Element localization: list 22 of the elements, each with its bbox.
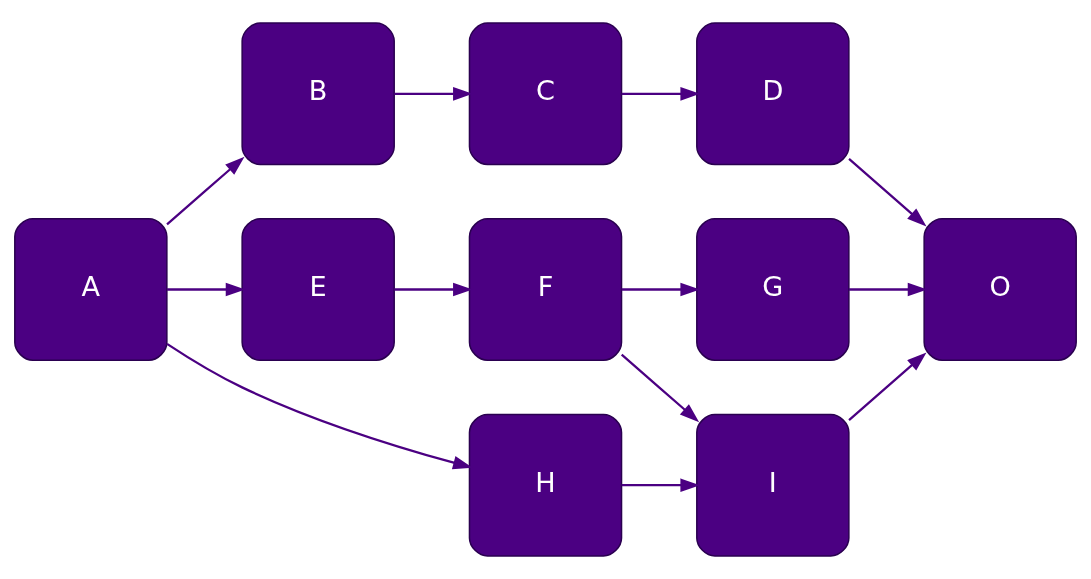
arrow — [394, 282, 473, 297]
node-box: I — [696, 413, 850, 557]
node-box: E — [241, 218, 395, 361]
node-box: D — [696, 22, 850, 166]
arrow — [621, 478, 700, 493]
node-box: A — [14, 218, 168, 361]
node-box: C — [468, 22, 623, 166]
arrow — [848, 352, 927, 421]
arrow — [166, 342, 473, 470]
arrow — [620, 353, 700, 423]
node-box: B — [241, 22, 395, 166]
arrow — [849, 282, 928, 297]
arrow — [848, 158, 927, 227]
node-box: F — [468, 218, 623, 361]
arrow — [621, 86, 700, 101]
arrow — [167, 282, 246, 297]
arrow — [394, 86, 473, 101]
node-box: G — [696, 218, 850, 361]
arrow — [621, 282, 700, 297]
arrow — [166, 156, 245, 226]
node-box: O — [923, 218, 1077, 361]
node-box: H — [468, 413, 623, 557]
